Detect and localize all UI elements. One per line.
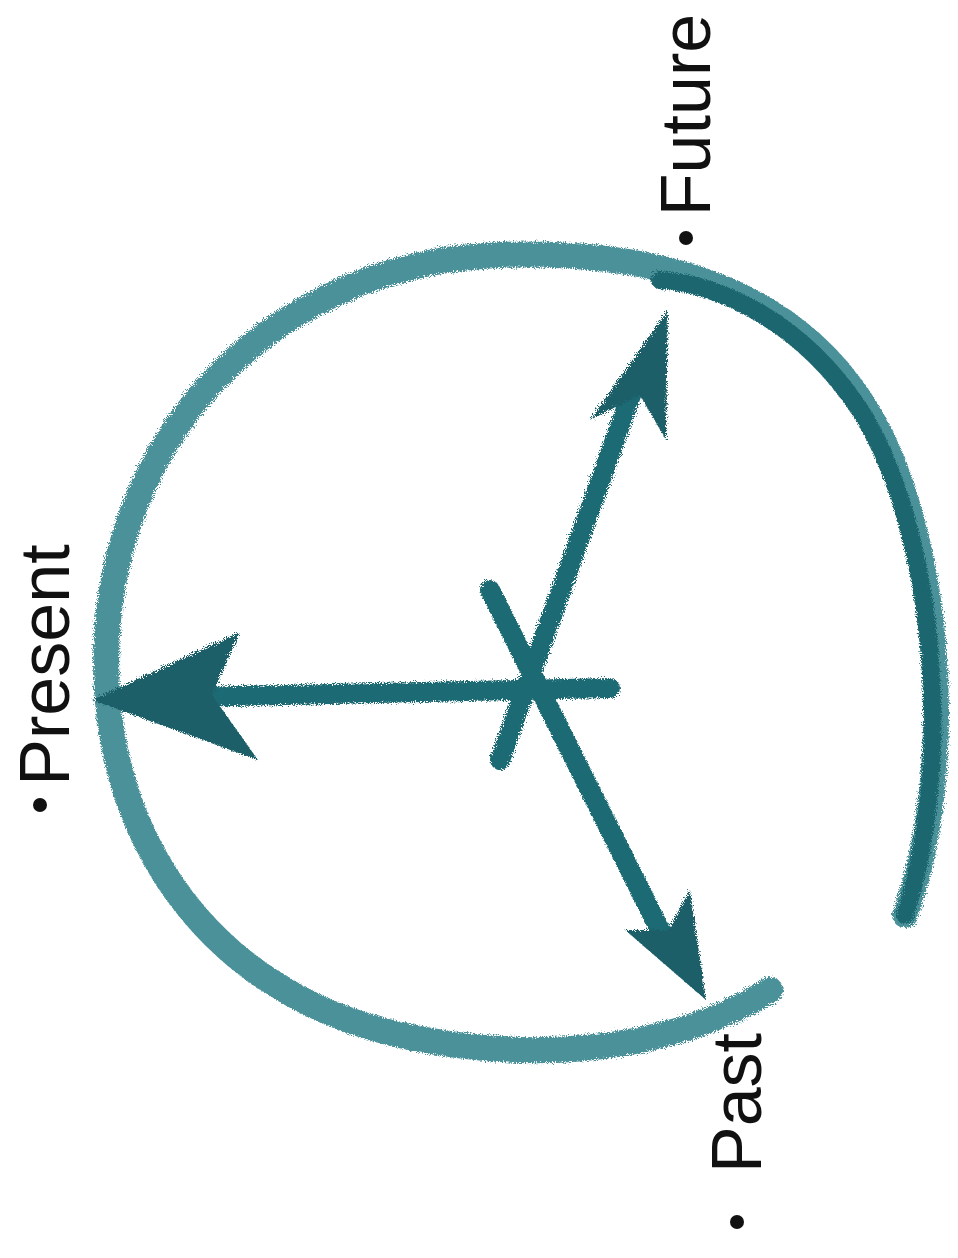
arrow-shaft [500, 370, 640, 760]
time-label: Present [10, 544, 80, 785]
arrow-shaft [490, 590, 670, 950]
bullet-dot [679, 231, 693, 245]
bullet-dot [33, 798, 47, 812]
time-label: Past [702, 1033, 772, 1173]
brush-circle-dark [660, 280, 933, 915]
bullet-dot [730, 1215, 744, 1229]
arrowhead [590, 310, 668, 440]
arrowhead [92, 632, 258, 760]
time-label: Future [651, 14, 721, 216]
arrowhead [625, 890, 706, 1000]
